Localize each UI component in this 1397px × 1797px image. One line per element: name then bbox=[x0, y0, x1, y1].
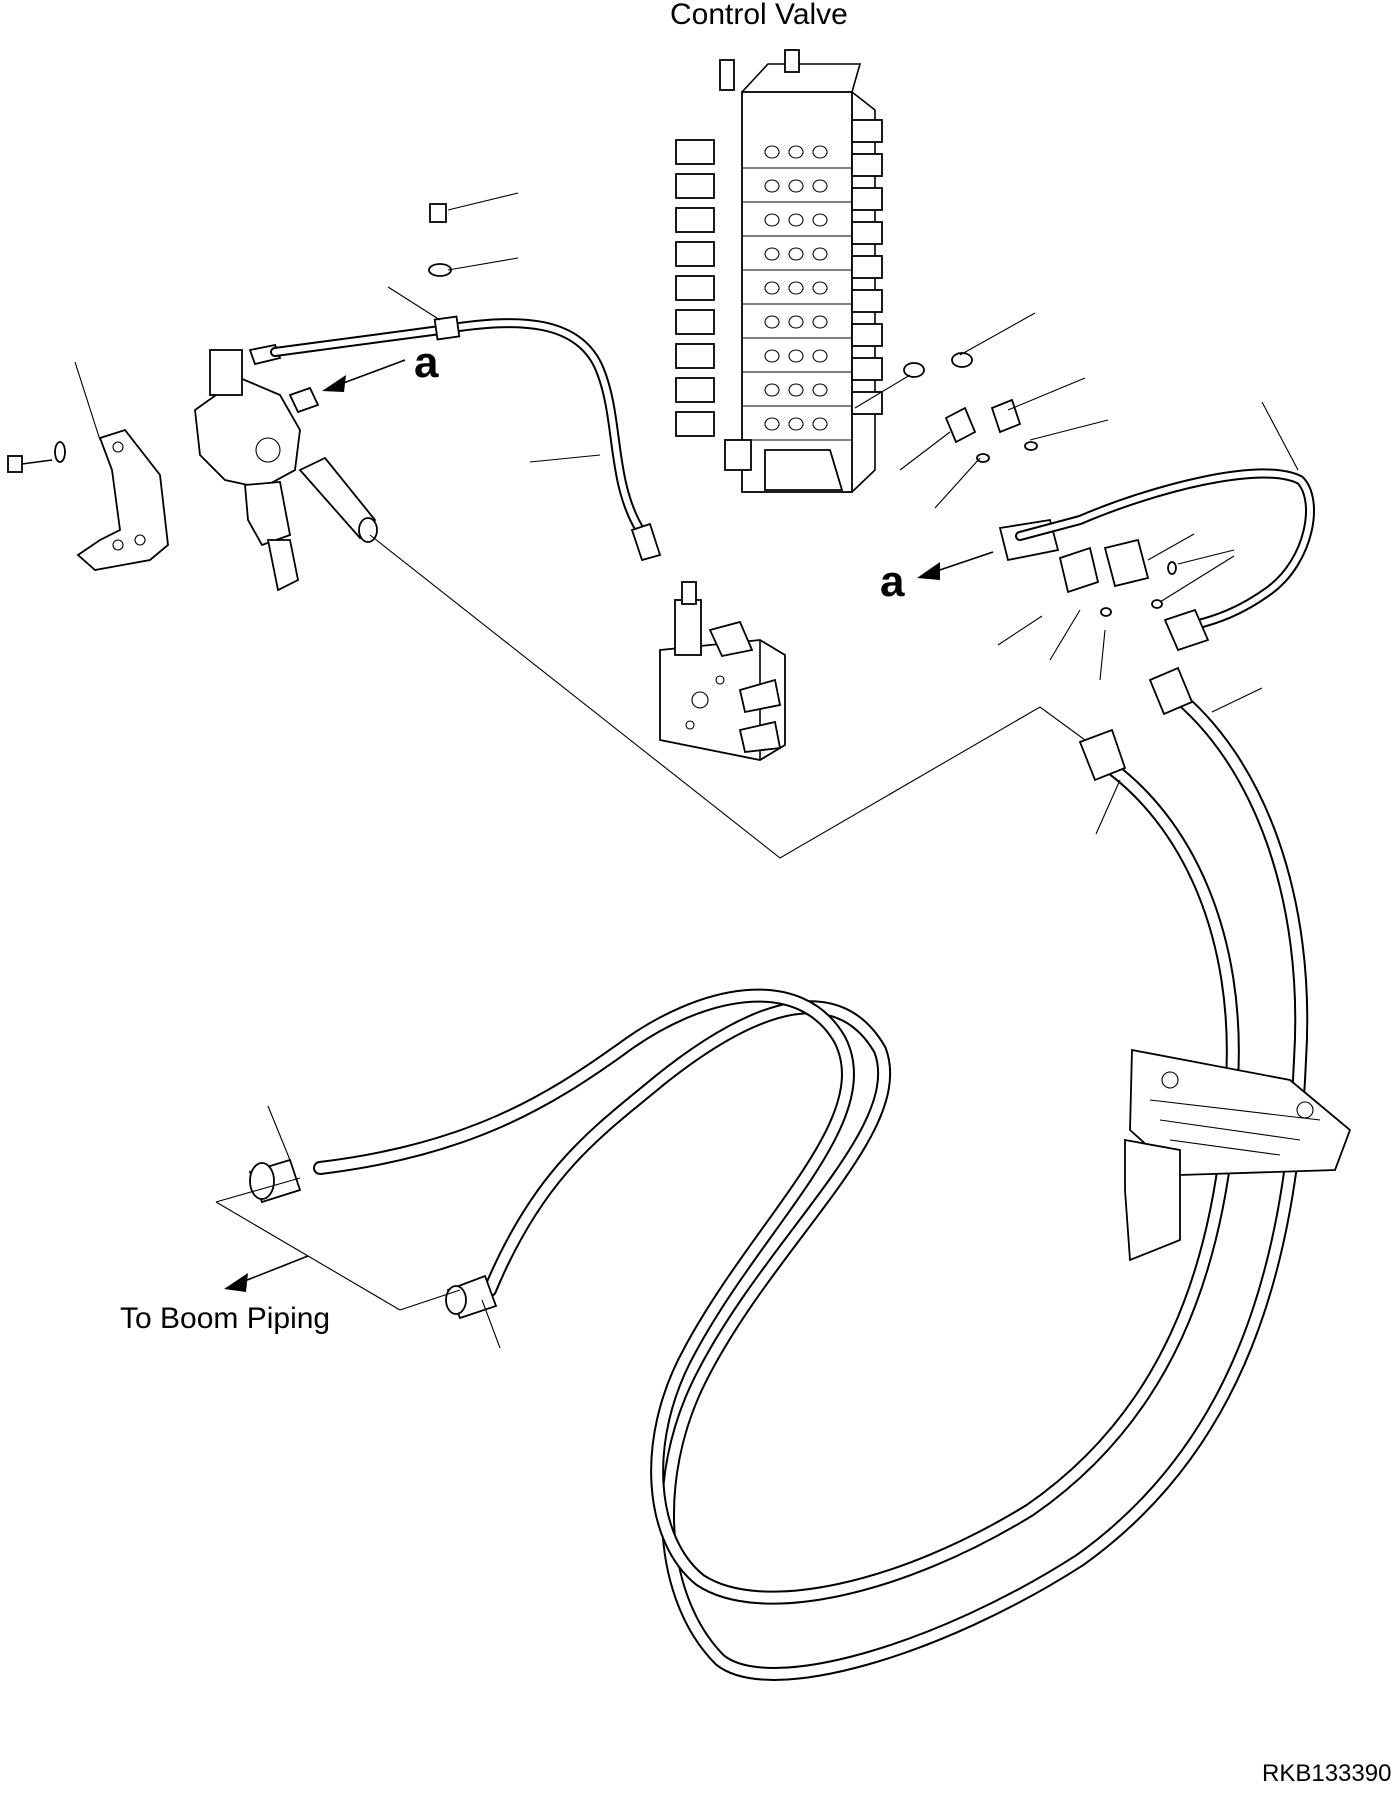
hose-clamp-icon bbox=[1124, 1048, 1352, 1262]
valve-spool-section bbox=[675, 153, 883, 203]
reference-marker-left: a bbox=[414, 338, 439, 387]
valve-spool-section bbox=[675, 391, 883, 441]
valve-spool-section bbox=[675, 357, 883, 407]
boom-piping-label: To Boom Piping bbox=[120, 1302, 331, 1335]
pilot-valve-icon bbox=[194, 349, 378, 592]
valve-spool-section bbox=[675, 255, 883, 305]
diagram-title: Control Valve bbox=[670, 0, 848, 31]
bracket-icon bbox=[76, 428, 169, 571]
solenoid-valve-icon bbox=[659, 581, 786, 761]
reference-marker-right: a bbox=[880, 557, 905, 606]
bolt-icon bbox=[7, 455, 53, 473]
drawing-code: RKB133390 bbox=[1262, 1760, 1392, 1787]
valve-spool-section bbox=[675, 221, 883, 271]
fitting-icon bbox=[248, 666, 1194, 1320]
valve-spool-section bbox=[675, 119, 883, 169]
o-ring-icon bbox=[903, 352, 1177, 617]
hose-clamp-icon bbox=[433, 315, 461, 341]
washer-icon bbox=[54, 441, 66, 463]
fitting-icon bbox=[944, 398, 1150, 594]
leader-lines bbox=[74, 192, 1299, 1349]
control-valve-icon bbox=[675, 49, 883, 493]
valve-spool-section bbox=[675, 289, 883, 339]
valve-spool-section bbox=[675, 323, 883, 373]
arrow-icon bbox=[224, 359, 994, 1292]
valve-spool-section bbox=[675, 187, 883, 237]
